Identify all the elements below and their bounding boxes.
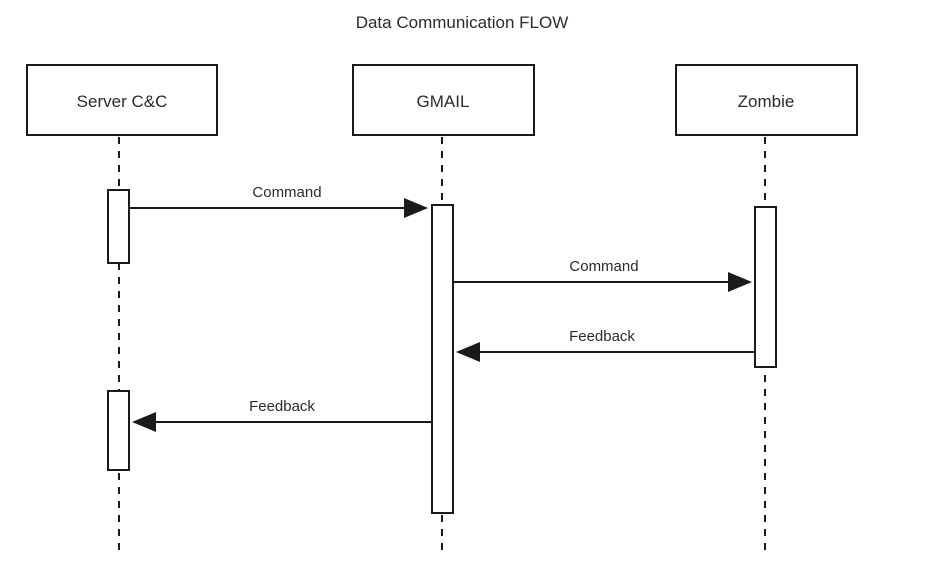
message-label-2: Command <box>569 258 638 275</box>
participant-label-server: Server C&C <box>77 92 168 111</box>
participant-label-gmail: GMAIL <box>417 92 470 111</box>
message-command-gmail-to-zombie[interactable]: Command <box>453 258 752 292</box>
activation-bar-zombie-1[interactable] <box>754 206 777 368</box>
message-command-server-to-gmail[interactable]: Command <box>129 184 428 218</box>
message-label-1: Command <box>252 184 321 201</box>
message-feedback-zombie-to-gmail[interactable]: Feedback <box>456 328 755 362</box>
participant-gmail[interactable]: GMAIL <box>352 64 535 553</box>
participant-box-server[interactable] <box>26 64 218 136</box>
activation-bar-gmail-1[interactable] <box>431 204 454 514</box>
participant-box-gmail[interactable] <box>352 64 535 136</box>
message-feedback-gmail-to-server[interactable]: Feedback <box>132 398 432 432</box>
message-label-4: Feedback <box>249 398 315 415</box>
participant-zombie[interactable]: Zombie <box>675 64 858 553</box>
participant-box-zombie[interactable] <box>675 64 858 136</box>
participant-label-zombie: Zombie <box>738 92 795 111</box>
page-title: Data Communication FLOW <box>356 13 569 32</box>
message-label-3: Feedback <box>569 328 635 345</box>
participant-server[interactable]: Server C&C <box>26 64 218 553</box>
activation-bar-server-2[interactable] <box>107 390 130 471</box>
activation-bar-server-1[interactable] <box>107 189 130 264</box>
